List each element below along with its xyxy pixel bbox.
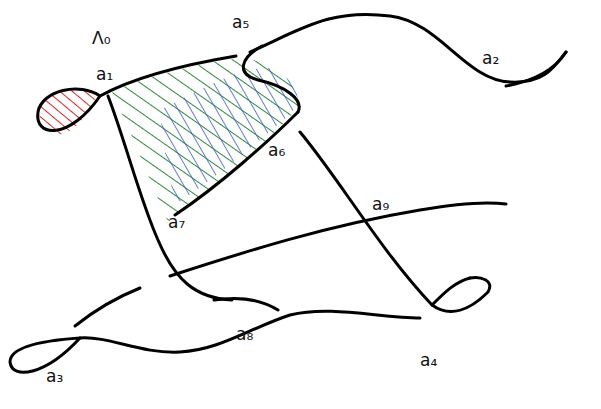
strand — [80, 311, 420, 352]
curve-label: Λ₀ — [92, 30, 110, 47]
strand — [108, 96, 232, 300]
crossing-label: a₂ — [482, 50, 499, 67]
strand — [100, 56, 236, 96]
strand — [250, 14, 566, 82]
left-cusp — [38, 89, 100, 130]
strand — [75, 288, 140, 326]
blue-region — [160, 68, 298, 205]
crossing-label: a₈ — [236, 326, 253, 343]
crossing-label: a₅ — [232, 14, 249, 31]
strand — [175, 112, 298, 215]
right-cusp — [506, 52, 566, 86]
strand — [300, 132, 490, 311]
strand — [243, 46, 299, 112]
strand — [214, 298, 278, 310]
crossing-label: a₉ — [372, 196, 389, 213]
crossing-label: a₄ — [420, 352, 437, 369]
crossing-label: a₆ — [268, 142, 285, 159]
crossing-label: a₃ — [46, 368, 63, 385]
crossing-label: a₁ — [96, 66, 113, 83]
left-lower-cusp — [10, 338, 80, 372]
strand — [170, 203, 506, 276]
crossing-label: a₇ — [168, 214, 185, 231]
right-lower-cusp — [432, 278, 470, 305]
